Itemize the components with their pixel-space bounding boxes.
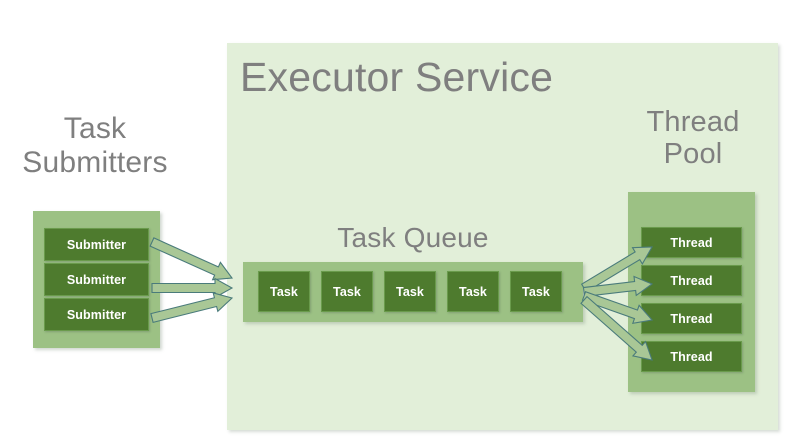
submitter-box-1[interactable]: Submitter — [44, 228, 149, 261]
arrow-submitter-3-to-queue — [150, 292, 234, 324]
submitter-label: Submitter — [66, 237, 127, 252]
thread-box-1[interactable]: Thread — [641, 227, 742, 258]
arrow-submitter-2-to-queue — [151, 277, 234, 299]
thread-label: Thread — [670, 273, 713, 288]
task-label: Task — [459, 284, 487, 299]
executor-service-title: Executor Service — [240, 54, 554, 100]
task-box-5[interactable]: Task — [510, 271, 562, 312]
task-box-3[interactable]: Task — [384, 271, 436, 312]
submitter-label: Submitter — [66, 307, 127, 322]
thread-label: Thread — [670, 311, 713, 326]
arrow-submitter-1-to-queue — [149, 237, 234, 281]
task-queue-title: Task Queue — [337, 222, 489, 253]
task-box-2[interactable]: Task — [321, 271, 373, 312]
task-submitters-title: Task Submitters — [22, 112, 168, 179]
submitter-label: Submitter — [66, 272, 127, 287]
thread-pool-title: Thread Pool — [646, 106, 740, 171]
thread-box-4[interactable]: Thread — [641, 341, 742, 372]
task-label: Task — [396, 284, 424, 299]
thread-label: Thread — [670, 349, 713, 364]
thread-box-3[interactable]: Thread — [641, 303, 742, 334]
task-label: Task — [522, 284, 550, 299]
thread-label: Thread — [670, 235, 713, 250]
task-box-4[interactable]: Task — [447, 271, 499, 312]
task-box-1[interactable]: Task — [258, 271, 310, 312]
task-label: Task — [333, 284, 361, 299]
submitter-box-3[interactable]: Submitter — [44, 298, 149, 331]
task-label: Task — [270, 284, 298, 299]
thread-box-2[interactable]: Thread — [641, 265, 742, 296]
submitter-box-2[interactable]: Submitter — [44, 263, 149, 296]
